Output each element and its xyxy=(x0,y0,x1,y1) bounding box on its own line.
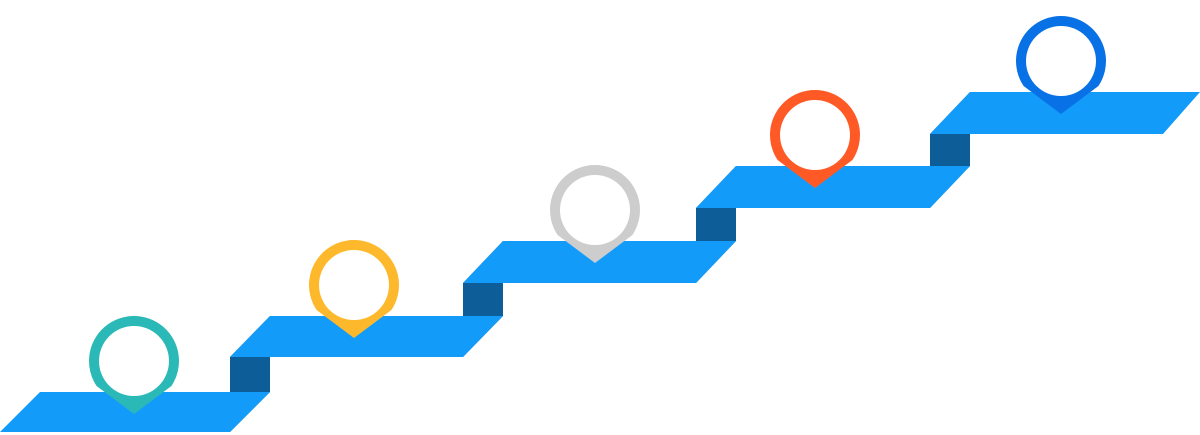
map-pin-icon xyxy=(550,165,640,263)
step-top-2 xyxy=(230,316,503,357)
step-top-4 xyxy=(696,166,970,208)
pin-hole xyxy=(99,326,169,396)
step-top-5 xyxy=(930,92,1200,134)
map-pin-icon xyxy=(309,240,399,338)
pin-hole xyxy=(319,250,389,320)
pin-hole xyxy=(1026,26,1096,96)
pin-hole xyxy=(560,175,630,245)
pin-hole xyxy=(780,100,850,170)
map-pin-icon xyxy=(769,89,860,188)
map-pin-icon xyxy=(88,316,180,414)
map-pin-icon xyxy=(1016,15,1106,114)
step-top-3 xyxy=(463,241,736,283)
